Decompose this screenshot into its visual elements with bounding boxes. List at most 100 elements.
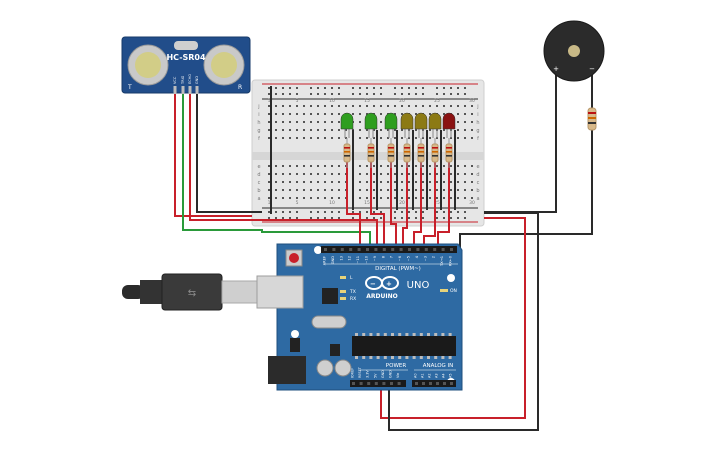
wire-led6[interactable]	[423, 160, 436, 248]
wire-sensor-gnd[interactable]	[196, 92, 262, 213]
digital-pin-socket[interactable]	[441, 248, 445, 251]
chip-pin	[383, 356, 387, 359]
breadboard-hole	[387, 105, 389, 107]
arduino-power-jack[interactable]	[268, 356, 306, 384]
breadboard-hole	[282, 165, 284, 167]
rail-hole	[450, 217, 452, 219]
breadboard-hole	[471, 113, 473, 115]
buzzer-plus-label: +	[553, 65, 559, 73]
analog-pin-socket[interactable]	[450, 382, 453, 385]
led-resistor[interactable]	[403, 138, 411, 168]
breadboard-hole	[268, 173, 270, 175]
reset-button[interactable]	[289, 253, 299, 263]
breadboard-hole	[422, 189, 424, 191]
resistor-band	[388, 151, 394, 153]
wire-buzzer-plus[interactable]	[484, 74, 557, 213]
breadboard-hole	[394, 137, 396, 139]
breadboard-hole	[282, 129, 284, 131]
led-red[interactable]	[442, 112, 456, 138]
led-yellow[interactable]	[428, 112, 442, 138]
digital-pin-socket[interactable]	[424, 248, 428, 251]
digital-pin-socket[interactable]	[340, 248, 344, 251]
digital-pin-socket[interactable]	[349, 248, 353, 251]
analog-pin-socket[interactable]	[422, 382, 425, 385]
digital-pin-socket[interactable]	[399, 248, 403, 251]
analog-pin-socket[interactable]	[429, 382, 432, 385]
led-resistor[interactable]	[367, 138, 375, 168]
power-pin-socket[interactable]	[390, 382, 393, 385]
column-number: 25	[434, 98, 440, 104]
wire-led1[interactable]	[346, 160, 361, 248]
sensor-model-label: HC-SR04	[166, 53, 206, 62]
wire-led5[interactable]	[413, 160, 422, 248]
resistor-band	[432, 151, 438, 153]
led-green[interactable]	[364, 112, 378, 138]
led-yellow[interactable]	[414, 112, 428, 138]
wire-led7[interactable]	[437, 160, 450, 248]
wire-led3[interactable]	[390, 160, 397, 248]
wire-sensor-echo[interactable]	[189, 92, 378, 248]
breadboard-hole	[331, 129, 333, 131]
wire-sensor-vcc[interactable]	[174, 92, 252, 217]
digital-pin-socket[interactable]	[416, 248, 420, 251]
led-resistor[interactable]	[343, 138, 351, 168]
led-yellow[interactable]	[400, 112, 414, 138]
breadboard-hole	[359, 105, 361, 107]
digital-pin-socket[interactable]	[433, 248, 437, 251]
led-resistor[interactable]	[431, 138, 439, 168]
wire-led2[interactable]	[370, 160, 385, 248]
sensor-pin[interactable]	[195, 86, 199, 94]
led-dome	[400, 112, 414, 130]
piezo-buzzer[interactable]: + −	[543, 20, 605, 82]
row-letter: g	[257, 128, 260, 134]
led-resistor[interactable]	[417, 138, 425, 168]
wire-gnd-rail[interactable]	[388, 212, 539, 431]
power-pin-socket[interactable]	[367, 382, 371, 385]
analog-pin-socket[interactable]	[443, 382, 446, 385]
rail-hole	[268, 93, 270, 95]
power-pin-socket[interactable]	[374, 382, 378, 385]
power-pin-socket[interactable]	[359, 382, 363, 385]
sensor-pin[interactable]	[181, 86, 185, 94]
breadboard-hole	[394, 113, 396, 115]
digital-pin-socket[interactable]	[391, 248, 395, 251]
sensor-pin[interactable]	[173, 86, 177, 94]
rail-hole	[450, 211, 452, 213]
digital-pin-socket[interactable]	[366, 248, 369, 251]
usb-cable[interactable]: ⇆	[122, 273, 259, 311]
digital-pin-socket[interactable]	[382, 248, 386, 251]
power-pin-socket[interactable]	[382, 382, 386, 385]
digital-pin-socket[interactable]	[450, 248, 453, 251]
led-green[interactable]	[340, 112, 354, 138]
breadboard-hole	[394, 197, 396, 199]
sensor-pin-label: GND	[195, 76, 199, 84]
analog-pin-socket[interactable]	[436, 382, 439, 385]
sensor-pin[interactable]	[188, 86, 192, 94]
atmega-chip	[352, 336, 456, 356]
rail-hole	[268, 217, 270, 219]
led-green[interactable]	[384, 112, 398, 138]
digital-pin-socket[interactable]	[324, 248, 327, 251]
rail-hole	[380, 217, 382, 219]
digital-pin-socket[interactable]	[332, 248, 336, 251]
wire-5v-rail[interactable]	[380, 217, 526, 419]
rail-hole	[457, 217, 459, 219]
breadboard-hole	[464, 189, 466, 191]
digital-pin-socket[interactable]	[357, 248, 361, 251]
wire-sensor-trig[interactable]	[182, 92, 371, 248]
power-pin-socket[interactable]	[352, 382, 355, 385]
digital-pin-socket[interactable]	[408, 248, 411, 251]
power-pin-socket[interactable]	[397, 382, 401, 385]
led-resistor[interactable]	[445, 138, 453, 168]
analog-pin-socket[interactable]	[415, 382, 418, 385]
rail-hole	[296, 93, 298, 95]
buzzer-resistor[interactable]	[587, 107, 597, 131]
row-letter: i	[258, 112, 259, 118]
rail-hole	[359, 87, 361, 89]
led-resistor[interactable]	[387, 138, 395, 168]
arduino-usb-port[interactable]	[256, 275, 304, 309]
wire-led4[interactable]	[402, 160, 408, 248]
digital-pin-socket[interactable]	[374, 248, 378, 251]
